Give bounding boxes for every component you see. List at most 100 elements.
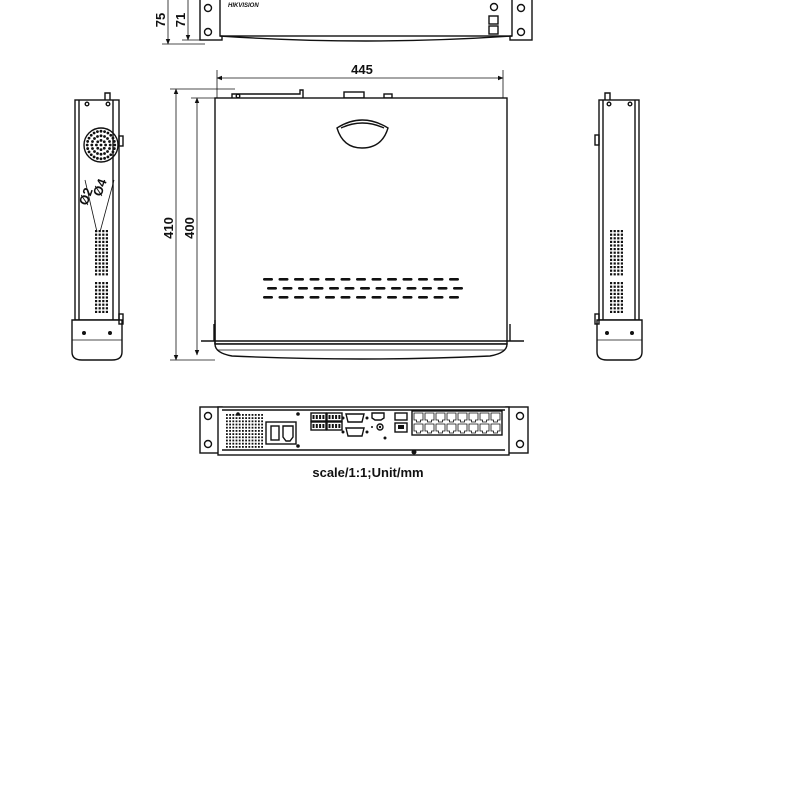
vent-hole [613, 248, 616, 251]
vent-hole [613, 282, 616, 285]
vent-hole [102, 282, 105, 285]
psu-vent-hole [248, 436, 251, 439]
fan-hole [95, 143, 98, 147]
fan-hole [93, 150, 96, 153]
vent-hole [617, 233, 620, 236]
vent-hole [98, 289, 101, 292]
side-clip [118, 135, 124, 147]
poe-port [479, 412, 490, 423]
vent-hole [95, 255, 98, 258]
poe-port [468, 423, 479, 434]
fan-hole [102, 146, 106, 150]
psu-vent-hole [242, 436, 244, 439]
vent-hole [102, 289, 105, 292]
vent-hole [620, 307, 623, 310]
poe-port [457, 412, 468, 423]
vent-hole [610, 240, 613, 243]
terminal-pin [312, 424, 315, 428]
fan-hole [87, 150, 91, 154]
vent-hole [610, 255, 613, 258]
vent-hole [613, 233, 616, 236]
vent-slot [402, 278, 413, 281]
psu-vent-hole [232, 426, 235, 429]
fan-hole [86, 140, 90, 143]
psu-vent-hole [248, 446, 251, 448]
ground-screw [383, 436, 387, 440]
ear-hole [516, 27, 526, 37]
vent-hole [98, 307, 101, 310]
poe-port [490, 423, 501, 434]
psu-vent-hole [245, 430, 247, 432]
vent-hole [610, 289, 613, 292]
poe-port-block [411, 410, 503, 436]
psu-vent-hole [229, 439, 231, 442]
psu-vent-hole [254, 414, 257, 416]
vent-slot [263, 278, 273, 281]
vent-slot [356, 278, 366, 281]
vent-slot [267, 287, 277, 290]
psu-vent-hole [258, 420, 260, 423]
right-side-view [594, 92, 643, 361]
ear-hole [516, 3, 526, 13]
vent-hole [613, 237, 616, 240]
vent-hole [610, 307, 613, 310]
vent-hole [613, 307, 616, 310]
psu-vent-hole [245, 414, 247, 416]
vent-hole [610, 296, 613, 299]
vent-hole [613, 262, 616, 265]
vent-hole [610, 310, 613, 313]
psu-vent-hole [229, 420, 231, 423]
vent-hole [620, 296, 623, 299]
psu-vent-hole [251, 414, 254, 416]
scale-caption: scale/1:1;Unit/mm [312, 465, 423, 480]
vent-hole [620, 269, 623, 272]
vent-hole [98, 240, 101, 243]
psu-vent-hole [229, 446, 231, 448]
psu-vent-hole [245, 442, 247, 445]
poe-port [413, 423, 424, 434]
screw [108, 331, 112, 335]
psu-vent-hole [261, 417, 263, 419]
vent-slot [325, 278, 335, 281]
screw [236, 412, 240, 416]
psu-vent-hole [232, 439, 235, 442]
psu-vent-hole [258, 417, 260, 419]
fan-hole [108, 140, 111, 143]
vent-hole [102, 244, 105, 247]
psu-vent-hole [254, 417, 257, 419]
vent-slot [418, 296, 428, 299]
usb-port [488, 25, 499, 35]
psu-vent-hole [245, 420, 247, 423]
psu-vent-hole [229, 417, 231, 419]
left-side-view: Ø4 Ø2 [71, 92, 124, 361]
psu-vent-hole [261, 426, 263, 429]
vent-hole [610, 262, 613, 265]
vent-hole [98, 285, 101, 288]
vent-hole [610, 292, 613, 295]
vent-hole [95, 258, 98, 261]
vent-hole [613, 303, 616, 306]
psu-vent-hole [235, 446, 238, 448]
vent-hole [620, 233, 623, 236]
vent-hole [617, 251, 620, 254]
lid-handle [336, 119, 389, 149]
vent-hole [620, 240, 623, 243]
vent-hole [95, 282, 98, 285]
side-vent-holes [95, 230, 108, 313]
psu-vent-hole [258, 442, 260, 445]
ear-hole [203, 27, 213, 37]
fan-hole [90, 143, 94, 147]
fan-hole [109, 133, 113, 137]
psu-vent-hole [226, 417, 228, 419]
fan-hole [106, 137, 109, 140]
vent-hole [620, 303, 623, 306]
psu-vent-hole [238, 414, 241, 416]
psu-vent-hole [251, 436, 254, 439]
vent-hole [98, 255, 101, 258]
psu-vent-hole [254, 442, 257, 445]
psu-vent-hole [226, 442, 228, 445]
vent-hole [610, 282, 613, 285]
fan-hole [96, 146, 100, 150]
psu-vent-hole [254, 439, 257, 442]
vent-hole [617, 300, 620, 303]
